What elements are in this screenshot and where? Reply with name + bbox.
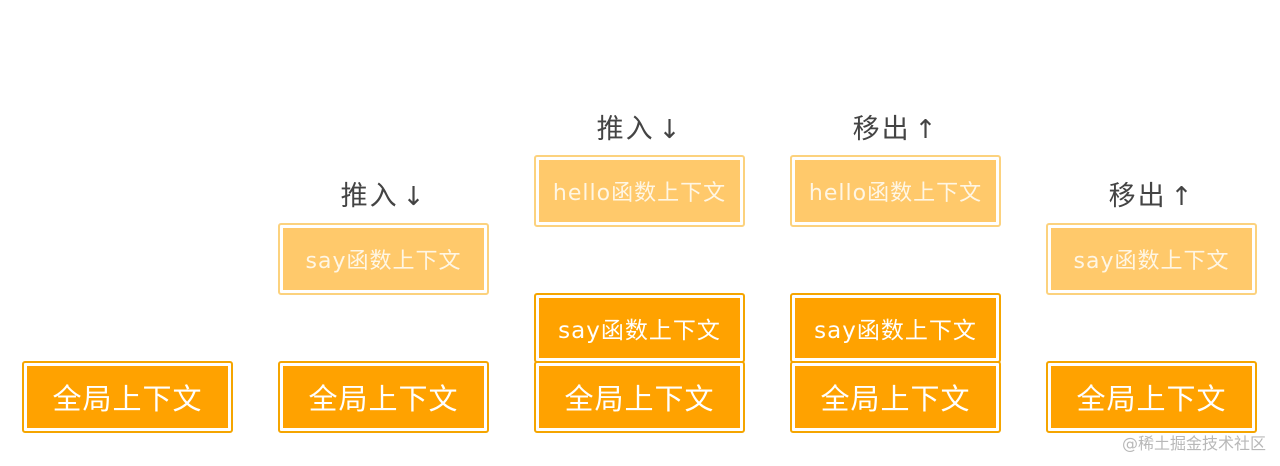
say-context-incoming-box: say函数上下文 — [278, 223, 489, 295]
hello-context-incoming-box: hello函数上下文 — [534, 155, 745, 227]
down-arrow-icon: ↓ — [658, 115, 683, 145]
hello-context-outgoing-box: hello函数上下文 — [790, 155, 1001, 227]
hello-context-label: hello函数上下文 — [539, 160, 740, 222]
say-context-box-3: say函数上下文 — [534, 293, 745, 363]
hello-context-label: hello函数上下文 — [795, 160, 996, 222]
down-arrow-icon: ↓ — [402, 182, 427, 212]
say-context-label: say函数上下文 — [1051, 228, 1252, 290]
watermark: @稀土掘金技术社区 — [1121, 434, 1266, 453]
global-context-box-3: 全局上下文 — [534, 361, 745, 433]
global-context-label: 全局上下文 — [27, 366, 228, 428]
say-context-label: say函数上下文 — [795, 298, 996, 358]
global-context-label: 全局上下文 — [1051, 366, 1252, 428]
up-arrow-icon: ↑ — [1170, 182, 1195, 212]
push-label-1: 推入↓ — [278, 174, 489, 213]
global-context-box-4: 全局上下文 — [790, 361, 1001, 433]
say-context-label: say函数上下文 — [539, 298, 740, 358]
say-context-outgoing-box: say函数上下文 — [1046, 223, 1257, 295]
global-context-label: 全局上下文 — [795, 366, 996, 428]
say-context-box-4: say函数上下文 — [790, 293, 1001, 363]
push-text: 推入 — [340, 181, 399, 212]
push-text: 推入 — [596, 114, 655, 145]
say-context-label: say函数上下文 — [283, 228, 484, 290]
pop-text: 移出 — [852, 114, 911, 145]
up-arrow-icon: ↑ — [914, 115, 939, 145]
global-context-label: 全局上下文 — [283, 366, 484, 428]
global-context-box-2: 全局上下文 — [278, 361, 489, 433]
pop-text: 移出 — [1108, 181, 1167, 212]
pop-label-2: 移出↑ — [1046, 174, 1257, 213]
pop-label-1: 移出↑ — [790, 107, 1001, 146]
global-context-label: 全局上下文 — [539, 366, 740, 428]
global-context-box-1: 全局上下文 — [22, 361, 233, 433]
global-context-box-5: 全局上下文 — [1046, 361, 1257, 433]
push-label-2: 推入↓ — [534, 107, 745, 146]
